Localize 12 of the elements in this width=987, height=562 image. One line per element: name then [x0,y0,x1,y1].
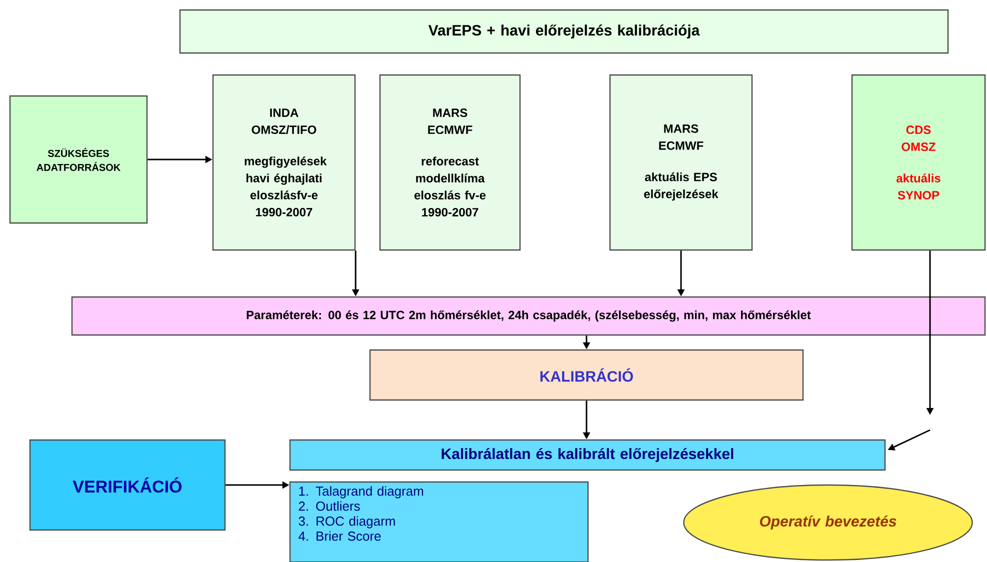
source-box: SZÜKSÉGES ADATFORRÁSOK [9,95,148,224]
parameter-bar: Paraméterek: 00 és 12 UTC 2m hőmérséklet, 24h csapadék, (szélsebesség, min, max hőmérséklet [71,296,986,336]
oval-node: Operatív bevezetés [683,484,973,561]
data-source-box: MARS ECMWF reforecast modellklíma eloszlás fv-e 1990-2007 [379,74,521,251]
process-box: VERIFIKÁCIÓ [29,439,226,531]
process-box: KALIBRÁCIÓ [369,349,804,401]
data-source-box: CDS OMSZ aktuális SYNOP [851,74,986,251]
process-box: Kalibrálatlan és kalibrált előrejelzésekkel [289,439,886,471]
title-box: VarEPS + havi előrejelzés kalibrációja [179,9,949,54]
data-source-box: MARS ECMWF aktuális EPS előrejelzések [609,74,753,251]
list-box: 1. Talagrand diagram 2. Outliers 3. ROC diagarm 4. Brier Score [289,481,589,562]
data-source-box: INDA OMSZ/TIFO megfigyelések havi éghajlati eloszlásfv-e 1990-2007 [212,74,356,251]
